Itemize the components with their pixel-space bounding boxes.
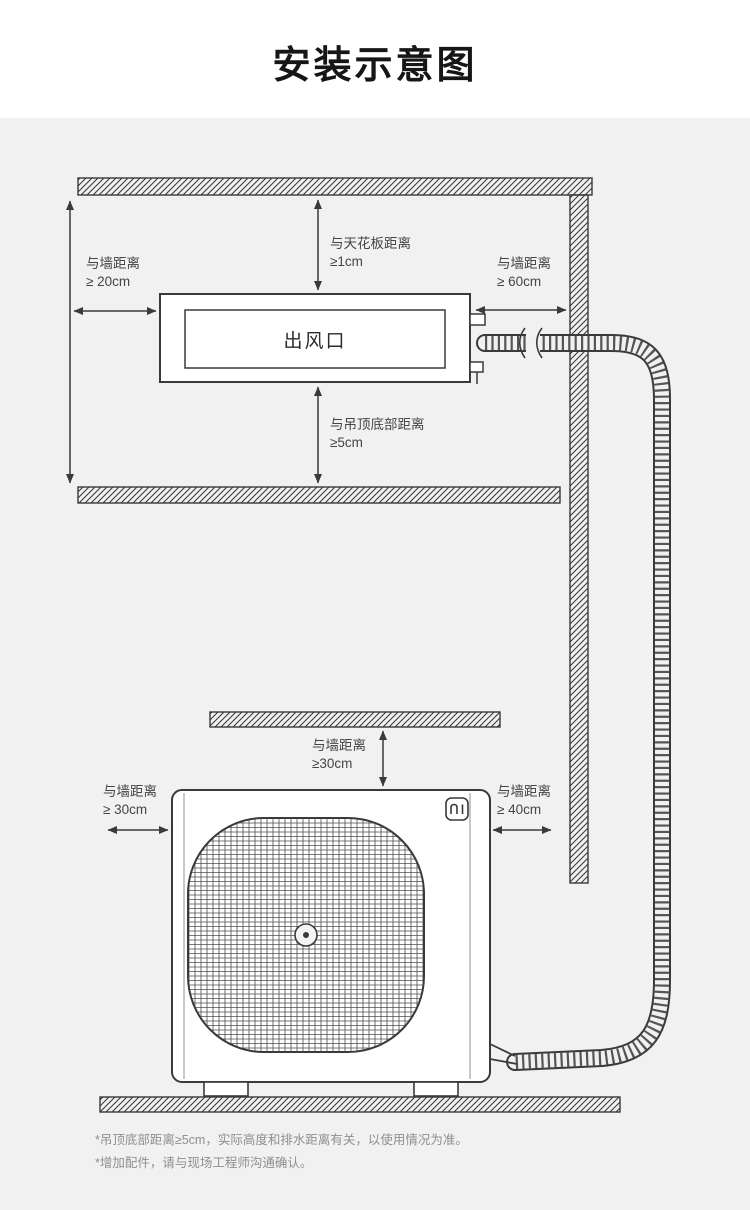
label-line: 与天花板距离 [330,236,411,251]
ceiling-distance-label: 与天花板距离 ≥1cm [330,235,411,271]
hose-break-gap [526,329,540,358]
ground-hatch-bar [99,1096,621,1113]
label-line: 与吊顶底部距离 [330,417,425,432]
footnote-1: *吊顶底部距离≥5cm，实际高度和排水距离有关，以使用情况为准。 [95,1133,468,1147]
suspended-ceiling-hatch-bar [77,486,561,504]
indoor-pipe-stub-upper [469,313,486,326]
label-line: 与墙距离 [497,784,551,799]
outdoor-foot-left [203,1081,249,1097]
refrigerant-pipe-1 [489,1043,516,1057]
air-outlet-label: 出风口 [283,330,347,352]
dimension-arrows [66,199,567,834]
label-line: 与墙距离 [103,784,157,799]
indoor-pipe-stub-lower [469,361,484,373]
ceiling-hatch-bar [77,177,593,196]
indoor-right-wall-distance-label: 与墙距离 ≥ 60cm [497,255,551,291]
outdoor-unit-drawing [171,789,491,1097]
outdoor-right-wall-distance-label: 与墙距离 ≥ 40cm [497,783,551,819]
refrigerant-pipe-2 [489,1058,518,1065]
hose-break-curve-left [518,327,526,359]
outdoor-foot-right [413,1081,459,1097]
indoor-unit-drawing [159,293,486,384]
label-line: 与墙距离 [497,256,551,271]
label-line: ≥ 60cm [497,274,542,289]
footnote-2: *增加配件，请与现场工程师沟通确认。 [95,1156,313,1170]
outdoor-top-wall-distance-label: 与墙距离 ≥30cm [312,737,366,773]
indoor-unit-outlet [184,309,446,369]
outdoor-wall-hatch-bar [209,711,501,728]
right-wall-hatch-bar [569,194,589,884]
label-line: ≥1cm [330,254,363,269]
hose-ribs [485,336,669,1069]
label-line: 与墙距离 [312,738,366,753]
label-line: 与墙距离 [86,256,140,271]
label-line: ≥ 30cm [103,802,148,817]
fan-hub-dot [303,932,309,938]
structure-hatching [77,177,621,1113]
suspended-ceiling-distance-label: 与吊顶底部距离 ≥5cm [330,416,425,452]
indoor-left-wall-distance-label: 与墙距离 ≥ 20cm [86,255,140,291]
hose-break-curve-right [535,327,543,359]
outdoor-left-wall-distance-label: 与墙距离 ≥ 30cm [103,783,157,819]
corrugated-hose [476,327,671,1071]
page-title: 安装示意图 [272,45,478,87]
mijia-logo-icon [445,797,469,821]
label-line: ≥ 40cm [497,802,542,817]
label-line: ≥5cm [330,435,363,450]
label-line: ≥30cm [312,756,353,771]
label-line: ≥ 20cm [86,274,131,289]
